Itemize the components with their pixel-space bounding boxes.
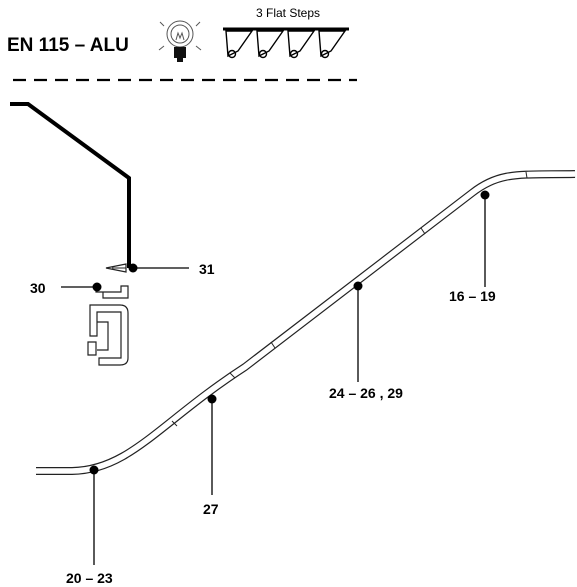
header: EN 115 – ALU 3 Flat Steps: [7, 6, 357, 82]
callout-label: 31: [199, 261, 215, 277]
diagram-title: EN 115 – ALU: [7, 35, 129, 56]
handrail: [36, 170, 576, 475]
callout-label: 20 – 23: [66, 570, 113, 586]
callouts: 16 – 19 24 – 26 , 29 27 20 – 23 30 31: [30, 190, 496, 586]
handrail-profile: [87, 283, 129, 366]
callout-31: 31: [128, 261, 215, 277]
callout-20-23: 20 – 23: [66, 465, 113, 586]
callout-24-26-29: 24 – 26 , 29: [329, 281, 403, 401]
callout-27: 27: [203, 394, 219, 517]
callout-16-19: 16 – 19: [449, 190, 496, 304]
callout-30: 30: [30, 280, 102, 296]
balustrade-section: [10, 102, 131, 366]
callout-label: 16 – 19: [449, 288, 496, 304]
callout-label: 27: [203, 501, 219, 517]
flat-steps-icon: [223, 27, 349, 59]
balustrade-outline: [10, 102, 131, 268]
steps-label: 3 Flat Steps: [256, 6, 320, 20]
light-bulb-icon: [158, 20, 202, 62]
callout-label: 30: [30, 280, 46, 296]
callout-label: 24 – 26 , 29: [329, 385, 403, 401]
